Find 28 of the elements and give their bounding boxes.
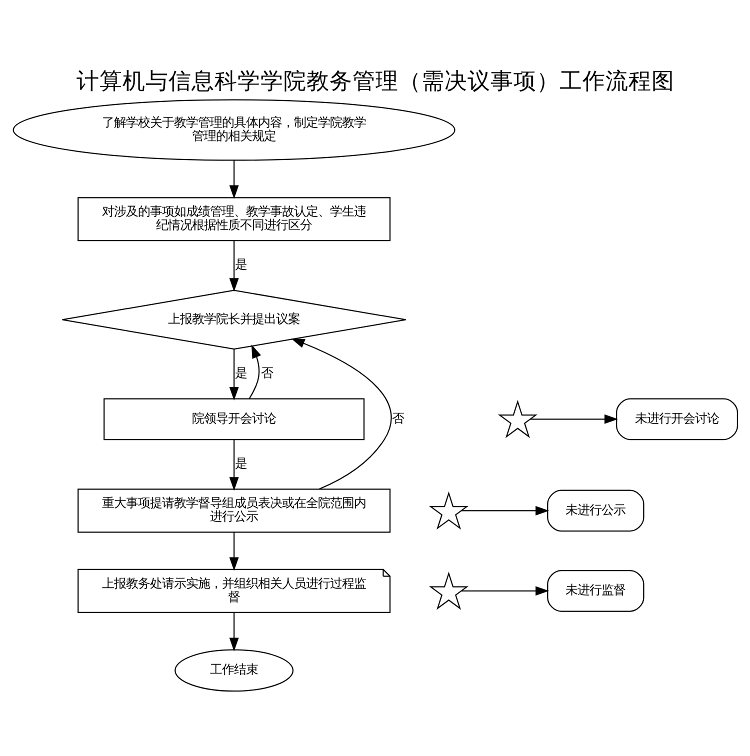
arrow <box>460 586 549 596</box>
edge-label: 是 <box>234 364 246 380</box>
arrow <box>228 240 238 292</box>
arrow <box>460 505 549 515</box>
arrow <box>228 439 238 490</box>
arrow <box>228 348 238 400</box>
node-box: 院领导开会讨论 <box>103 398 364 440</box>
arrow <box>248 344 261 398</box>
node-ellipse: 了解学校关于教学管理的具体内容，制定学院教学管理的相关规定 <box>12 98 455 160</box>
edge-label: 是 <box>234 256 246 272</box>
node-ellipse: 工作结束 <box>174 648 294 692</box>
node-box: 未进行监督 <box>546 570 644 612</box>
node-burst <box>428 571 468 610</box>
node-box: 对涉及的事项如成绩管理、教学事故认定、学生违纪情况根据性质不同进行区分 <box>77 196 390 241</box>
node-burst <box>497 399 537 438</box>
arrow <box>228 160 238 198</box>
edge-label: 否 <box>260 364 272 380</box>
edge-label: 是 <box>234 455 246 470</box>
arrow <box>290 338 392 490</box>
node-box: 重大事项提请教学督导组成员表决或在全院范围内进行公示 <box>77 488 390 532</box>
node-burst <box>428 490 468 530</box>
arrow <box>228 532 238 570</box>
node-box: 未进行开会讨论 <box>616 398 738 440</box>
node-box: 未进行公示 <box>546 489 644 532</box>
edge-label: 否 <box>391 410 404 425</box>
diagram-title: 计算机与信息科学学院教务管理（需决议事项）工作流程图 <box>76 68 674 94</box>
arrow <box>228 612 238 651</box>
arrow <box>530 414 618 424</box>
